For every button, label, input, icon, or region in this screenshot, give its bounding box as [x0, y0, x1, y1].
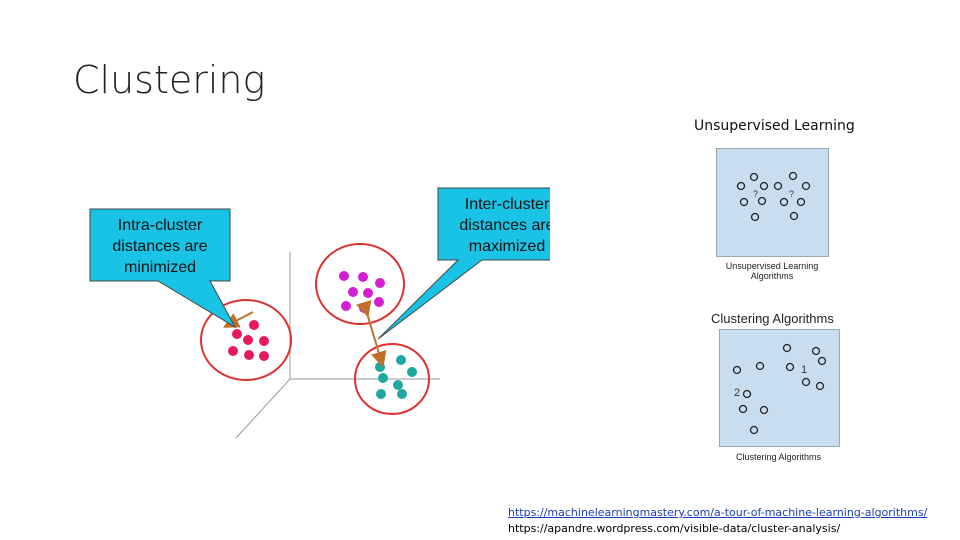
point [396, 355, 406, 365]
intra-callout-line3: minimized [124, 259, 196, 276]
intra-callout-line1: Intra-cluster [118, 217, 203, 234]
point [813, 348, 820, 355]
inter-callout-line3: maximized [469, 238, 545, 255]
intra-distance-arrow [230, 312, 253, 324]
point [775, 183, 782, 190]
point [232, 329, 242, 339]
cluster-ring-magenta [316, 244, 404, 324]
point [228, 346, 238, 356]
magenta-cluster-points [339, 271, 385, 313]
reference-link-1[interactable]: https://machinelearningmastery.com/a-tou… [508, 506, 927, 519]
point [374, 297, 384, 307]
cluster-2-label: 2 [734, 387, 740, 399]
point [791, 213, 798, 220]
point [803, 379, 810, 386]
point [761, 407, 768, 414]
point [751, 174, 758, 181]
intra-callout-line2: distances are [112, 238, 207, 255]
point [817, 383, 824, 390]
clustering-panel-caption: Clustering Algorithms [719, 452, 838, 462]
inter-callout-line2: distances are [459, 217, 550, 234]
point [375, 362, 385, 372]
point [759, 198, 766, 205]
point [781, 199, 788, 206]
point [249, 320, 259, 330]
unsupervised-scatter: ? ? [717, 149, 828, 256]
point [393, 380, 403, 390]
point [259, 351, 269, 361]
point [243, 335, 253, 345]
clustering-algorithms-title: Clustering Algorithms [711, 311, 834, 326]
point [397, 389, 407, 399]
question-mark-left: ? [753, 189, 758, 199]
teal-cluster-points [375, 355, 417, 399]
reference-links: https://machinelearningmastery.com/a-tou… [508, 505, 927, 537]
clustering-panel: 1 2 [719, 329, 840, 447]
z-axis [236, 379, 290, 438]
caption-line1: Unsupervised Learning [712, 261, 832, 271]
point [378, 373, 388, 383]
point [751, 427, 758, 434]
cluster-1-label: 1 [801, 364, 807, 376]
point [375, 278, 385, 288]
point [752, 214, 759, 221]
caption-line2: Algorithms [712, 271, 832, 281]
point [358, 272, 368, 282]
point [744, 391, 751, 398]
point [359, 303, 369, 313]
point [339, 271, 349, 281]
unsupervised-panel: ? ? [716, 148, 829, 257]
point [784, 345, 791, 352]
point [819, 358, 826, 365]
point [741, 199, 748, 206]
point [757, 363, 764, 370]
reference-link-2: https://apandre.wordpress.com/visible-da… [508, 521, 927, 537]
point [803, 183, 810, 190]
point [376, 389, 386, 399]
unsupervised-panel-caption: Unsupervised Learning Algorithms [712, 261, 832, 281]
inter-callout-line1: Inter-cluster [465, 196, 550, 213]
point [244, 350, 254, 360]
point [363, 288, 373, 298]
point [407, 367, 417, 377]
point [787, 364, 794, 371]
slide-title: Clustering [73, 58, 265, 102]
point [348, 287, 358, 297]
clustering-diagram: Intra-cluster distances are minimized In… [70, 182, 550, 442]
point [790, 173, 797, 180]
point [761, 183, 768, 190]
point [341, 301, 351, 311]
point [798, 199, 805, 206]
point [259, 336, 269, 346]
unsupervised-learning-title: Unsupervised Learning [694, 118, 855, 134]
point [734, 367, 741, 374]
point [740, 406, 747, 413]
question-mark-right: ? [789, 189, 794, 199]
point [738, 183, 745, 190]
clustering-scatter: 1 2 [720, 330, 839, 446]
